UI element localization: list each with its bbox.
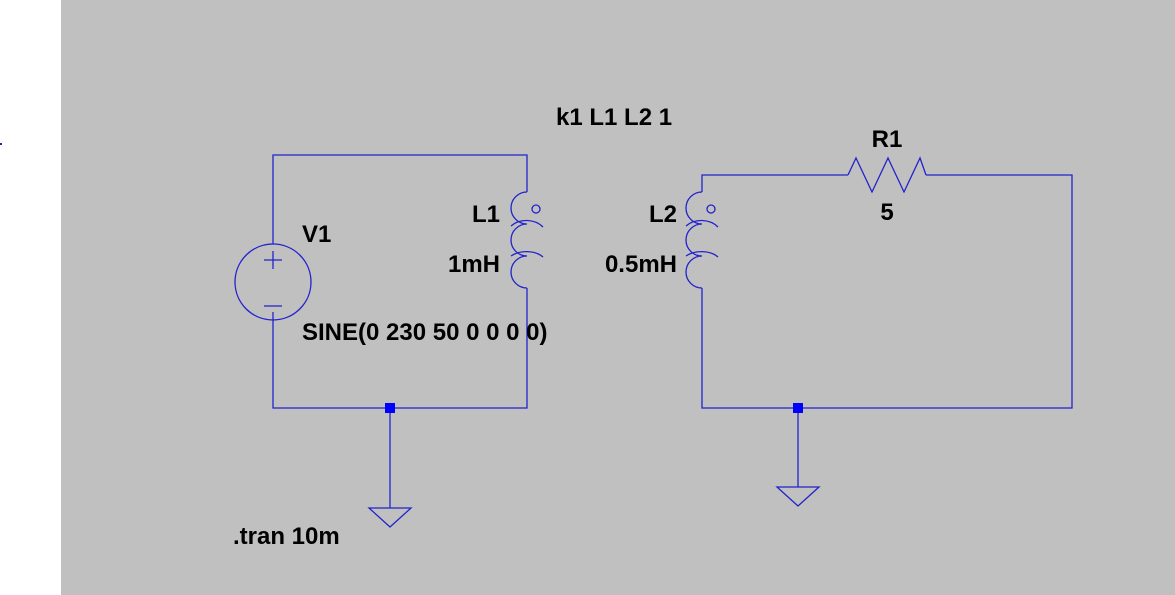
- dot-marker-icon: [706, 204, 716, 214]
- ground-icon[interactable]: [367, 507, 413, 528]
- resistor-r1[interactable]: [847, 156, 927, 194]
- plus-sign-icon: [264, 251, 282, 269]
- junction-dot: [385, 403, 395, 413]
- v1-value-label[interactable]: SINE(0 230 50 0 0 0 0): [302, 319, 547, 346]
- dot-marker-icon: [531, 204, 541, 214]
- l1-value-label[interactable]: 1mH: [448, 251, 500, 278]
- coupling-directive[interactable]: k1 L1 L2 1: [556, 104, 672, 131]
- inductor-l1[interactable]: [510, 191, 544, 289]
- ground-icon[interactable]: [775, 486, 821, 507]
- secondary-loop-wires[interactable]: [701, 174, 1073, 487]
- inductor-l2[interactable]: [685, 191, 719, 289]
- r1-value-label[interactable]: 5: [880, 199, 893, 226]
- canvas-background: [61, 0, 1175, 595]
- v1-name-label[interactable]: V1: [302, 221, 331, 248]
- junction-dot: [793, 403, 803, 413]
- voltage-source-v1[interactable]: [234, 234, 312, 321]
- l2-name-label[interactable]: L2: [649, 201, 677, 228]
- r1-name-label[interactable]: R1: [872, 126, 903, 153]
- l2-value-label[interactable]: 0.5mH: [605, 251, 677, 278]
- stray-dot: [0, 143, 2, 145]
- tran-directive[interactable]: .tran 10m: [233, 523, 340, 550]
- schematic-canvas[interactable]: k1 L1 L2 1 V1 SINE(0 230 50 0 0 0 0) L1 …: [61, 0, 1175, 595]
- primary-loop-wires[interactable]: [272, 154, 528, 508]
- l1-name-label[interactable]: L1: [472, 201, 500, 228]
